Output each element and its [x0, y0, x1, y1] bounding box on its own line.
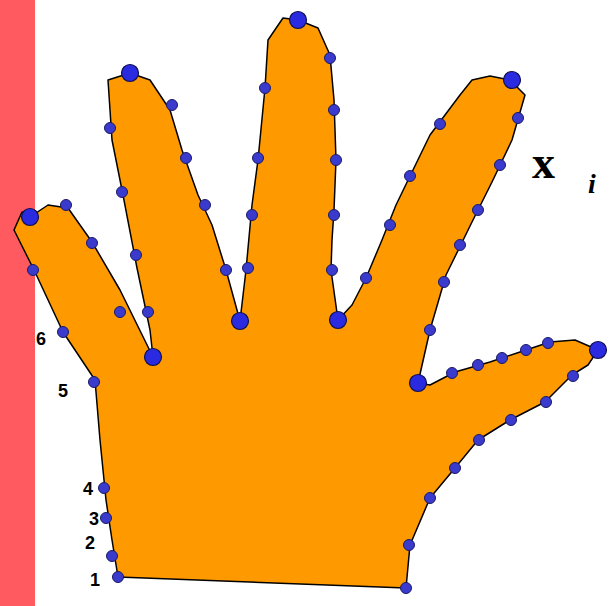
- callout-number: 3: [89, 510, 99, 528]
- key-points: [22, 12, 607, 392]
- hand-outline: [14, 18, 598, 588]
- callout-number: 2: [85, 534, 95, 552]
- callout-number: 4: [83, 480, 93, 498]
- landmark-points: [28, 53, 579, 594]
- callout-number: 1: [90, 571, 100, 589]
- vector-subscript: i: [588, 170, 596, 198]
- vector-symbol: x: [532, 140, 555, 186]
- side-bar: [0, 0, 35, 606]
- callout-number: 6: [36, 330, 46, 348]
- callout-number: 5: [58, 382, 68, 400]
